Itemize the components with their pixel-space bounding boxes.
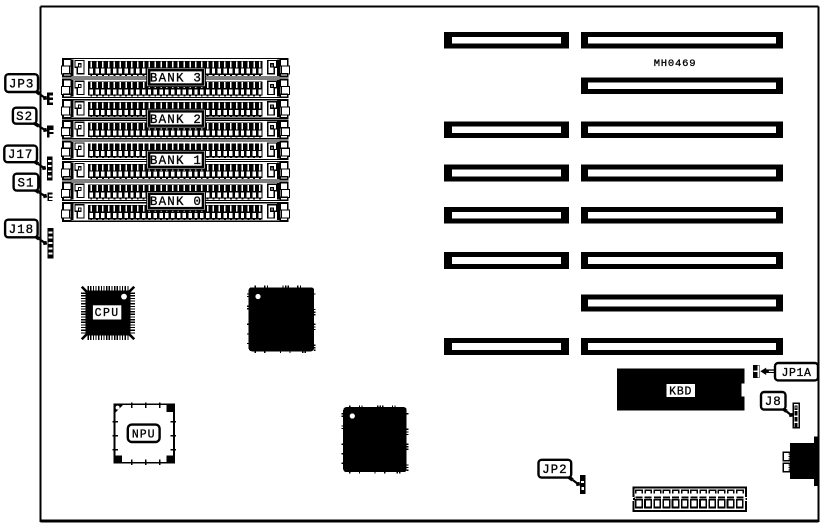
svg-text:BANK 0: BANK 0 [150, 195, 202, 209]
svg-text:J8: J8 [765, 395, 782, 409]
svg-text:JP1A: JP1A [781, 367, 811, 380]
svg-text:J18: J18 [9, 223, 35, 237]
svg-text:JP2: JP2 [542, 463, 568, 477]
svg-text:BANK 2: BANK 2 [150, 113, 202, 127]
svg-text:JP3: JP3 [9, 77, 35, 91]
svg-text:S2: S2 [16, 110, 33, 124]
svg-text:BANK 3: BANK 3 [150, 72, 202, 86]
svg-text:BANK 1: BANK 1 [150, 154, 202, 168]
svg-text:NPU: NPU [132, 429, 156, 442]
svg-text:S1: S1 [17, 176, 34, 190]
svg-text:J17: J17 [8, 148, 34, 162]
svg-text:MH0469: MH0469 [654, 58, 697, 70]
svg-text:CPU: CPU [95, 307, 120, 320]
svg-text:KBD: KBD [669, 386, 692, 399]
